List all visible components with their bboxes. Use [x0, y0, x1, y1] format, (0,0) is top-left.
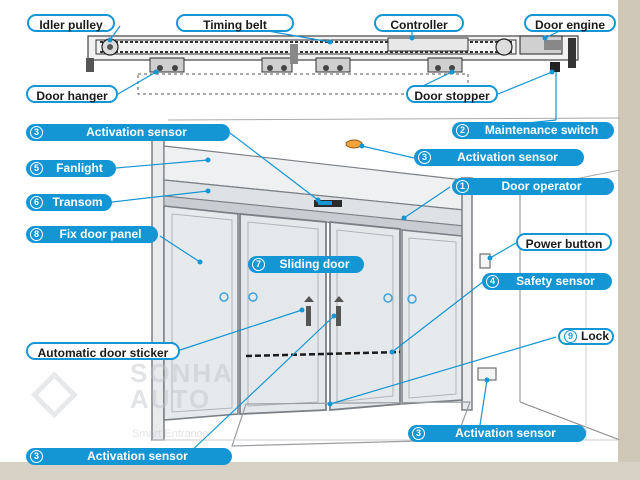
fixed-panel-right: [401, 229, 463, 405]
label-controller: Controller: [374, 14, 464, 32]
number-badge: 3: [30, 126, 43, 139]
sticker-2: [248, 292, 258, 302]
label-maintenance-switch: 2 Maintenance switch: [452, 122, 614, 139]
label-safety-sensor: 4 Safety sensor: [482, 273, 612, 290]
label-text: Maintenance switch: [484, 123, 599, 137]
door-building: [151, 117, 621, 447]
label-door-stopper: Door stopper: [406, 85, 498, 103]
leader-dots: [107, 35, 555, 407]
number-badge: 3: [418, 151, 431, 164]
number-badge: 1: [456, 180, 469, 193]
belt-loop: [95, 39, 517, 55]
left-end-bracket: [86, 58, 94, 72]
handle-left: [306, 306, 311, 326]
number-badge: 5: [30, 162, 43, 175]
label-fix-door-panel: 8 Fix door panel: [26, 226, 158, 243]
door-stopper-block: [550, 62, 560, 72]
ceiling-line: [167, 117, 621, 121]
end-cap: [568, 38, 576, 68]
number-badge: 3: [30, 450, 43, 463]
label-power-button: Power button: [516, 233, 612, 251]
sliding-door-left: [239, 213, 327, 415]
door-hanger-4: [427, 57, 463, 73]
label-text: Fix door panel: [59, 227, 142, 241]
controller-box: [387, 37, 469, 52]
label-activation-sensor-floor-right: 3 Activation sensor: [408, 425, 586, 442]
number-badge: 4: [486, 275, 499, 288]
label-text: Activation sensor: [87, 449, 188, 463]
number-badge: 3: [412, 427, 425, 440]
label-activation-sensor-top: 3 Activation sensor: [26, 124, 230, 141]
belt-clamp: [290, 44, 298, 64]
bottom-edge-photo: [0, 462, 640, 480]
right-edge-photo: [618, 0, 640, 480]
number-badge: 2: [456, 124, 469, 137]
label-text: Activation sensor: [457, 150, 558, 164]
number-badge: 6: [30, 196, 43, 209]
number-badge: 9: [564, 330, 577, 343]
label-text: Door operator: [501, 179, 582, 193]
door-outline-dashed: [137, 73, 469, 95]
label-door-operator: 1 Door operator: [452, 178, 614, 195]
drive-pulley-wheel: [495, 38, 513, 56]
label-text: Activation sensor: [86, 125, 187, 139]
power-button-box: [479, 253, 491, 269]
label-fanlight: 5 Fanlight: [26, 160, 116, 177]
motor: [544, 40, 562, 50]
label-transom: 6 Transom: [26, 194, 112, 211]
label-sliding-door: 7 Sliding door: [248, 256, 364, 273]
watermark-line2: AUTO: [130, 384, 212, 414]
label-text: Safety sensor: [516, 274, 595, 288]
sticker-1: [219, 292, 229, 302]
label-door-engine: Door engine: [524, 14, 616, 32]
door-hanger-2: [261, 57, 293, 73]
watermark-line1: SONHA: [130, 358, 234, 388]
label-text: Sliding door: [279, 257, 350, 271]
label-automatic-door-sticker: Automatic door sticker: [26, 342, 180, 360]
label-activation-sensor-floor-left: 3 Activation sensor: [26, 448, 232, 465]
label-text: Transom: [52, 195, 103, 209]
sticker-3: [383, 293, 393, 303]
label-activation-sensor-ceiling: 3 Activation sensor: [414, 149, 584, 166]
label-door-hanger: Door hanger: [26, 85, 118, 103]
label-timing-belt: Timing belt: [176, 14, 294, 32]
watermark-logo-mark: ◇: [32, 358, 77, 423]
watermark-tagline: Smart Entrance: [132, 428, 209, 440]
label-text: Fanlight: [56, 161, 103, 175]
label-lock: 9 Lock: [558, 328, 614, 345]
label-text: Lock: [581, 329, 610, 343]
sticker-4: [407, 294, 417, 304]
safety-beam: [245, 350, 401, 358]
number-badge: 7: [252, 258, 265, 271]
number-badge: 8: [30, 228, 43, 241]
ceiling-sensor: [345, 139, 363, 149]
door-hanger-3: [315, 57, 351, 73]
handle-right: [336, 306, 341, 326]
operator-mechanism: [86, 35, 579, 95]
label-text: Activation sensor: [455, 426, 556, 440]
label-idler-pulley: Idler pulley: [27, 14, 115, 32]
idler-pulley-hub: [107, 44, 113, 50]
